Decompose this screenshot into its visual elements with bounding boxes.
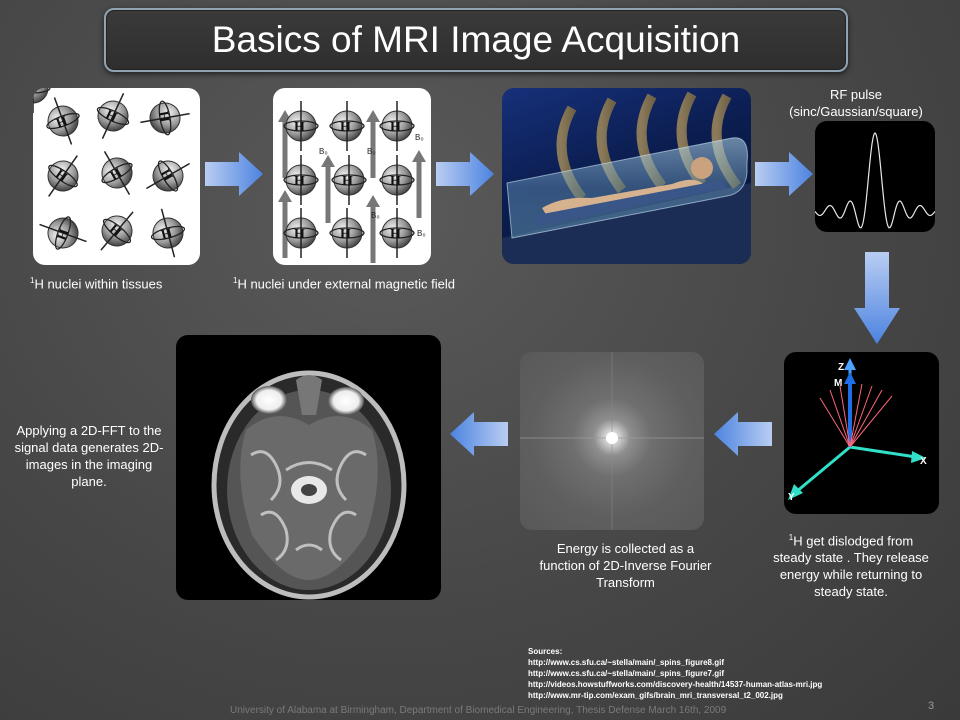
source-link[interactable]: http://www.mr-tip.com/exam_gifs/brain_mr… — [528, 691, 783, 700]
magnetization-axes-diagram: Z M X Y — [788, 358, 927, 503]
sources-list: Sources: http://www.cs.sfu.ca/~stella/ma… — [528, 646, 822, 701]
magnetization-axes-image: Z M X Y — [784, 352, 939, 514]
arrow-left-2 — [450, 412, 508, 456]
caption-rf-pulse: RF pulse (sinc/Gaussian/square) — [789, 87, 923, 119]
arrow-right-2 — [436, 152, 494, 196]
svg-text:Z: Z — [838, 362, 844, 373]
aligned-spins-image: B₀ B₀ B₀ B₀ B₀ — [273, 88, 431, 265]
aligned-spins-illustration: B₀ B₀ B₀ B₀ B₀ — [273, 100, 431, 265]
kspace-image — [520, 352, 704, 530]
brain-mri-image — [176, 335, 441, 600]
arrow-down — [854, 252, 900, 344]
sources-heading: Sources: — [528, 647, 563, 656]
svg-text:B₀: B₀ — [371, 211, 380, 220]
rf-pulse-image — [815, 121, 935, 232]
caption-fft: Applying a 2D-FFT to the signal data gen… — [14, 423, 164, 489]
arrow-left-1 — [714, 412, 772, 456]
source-link[interactable]: http://www.cs.sfu.ca/~stella/main/_spins… — [528, 658, 724, 667]
caption-nuclei-field: 1H nuclei under external magnetic field — [233, 276, 455, 292]
slide-title: Basics of MRI Image Acquisition — [211, 19, 741, 60]
svg-text:H: H — [33, 88, 37, 97]
svg-text:M: M — [834, 378, 842, 389]
source-link[interactable]: http://videos.howstuffworks.com/discover… — [528, 680, 823, 689]
kspace-pattern — [520, 352, 704, 530]
footer-text: University of Alabama at Birmingham, Dep… — [230, 705, 727, 716]
rf-pulse-waveform — [815, 132, 935, 229]
caption-dislodged: 1H get dislodged from steady state . The… — [773, 533, 929, 600]
mri-scanner-image — [502, 88, 751, 264]
mri-scanner-illustration — [502, 91, 751, 264]
svg-text:B₀: B₀ — [319, 147, 328, 156]
brain-mri-illustration — [211, 370, 407, 600]
svg-text:B₀: B₀ — [367, 147, 376, 156]
page-number: 3 — [928, 700, 935, 712]
caption-energy: Energy is collected as a function of 2D-… — [539, 541, 712, 590]
svg-text:B₀: B₀ — [415, 133, 424, 142]
svg-text:X: X — [920, 456, 927, 467]
random-spins-image: H — [33, 88, 200, 265]
svg-text:Y: Y — [788, 492, 795, 503]
caption-nuclei-tissues: 1H nuclei within tissues — [30, 276, 163, 292]
source-link[interactable]: http://www.cs.sfu.ca/~stella/main/_spins… — [528, 669, 724, 678]
svg-text:B₀: B₀ — [417, 229, 426, 238]
title-box: Basics of MRI Image Acquisition — [104, 8, 848, 72]
arrow-right-1 — [205, 152, 263, 196]
spin-ball: H — [33, 88, 51, 113]
random-spins-illustration: H — [33, 88, 199, 263]
arrow-right-3 — [755, 152, 813, 196]
